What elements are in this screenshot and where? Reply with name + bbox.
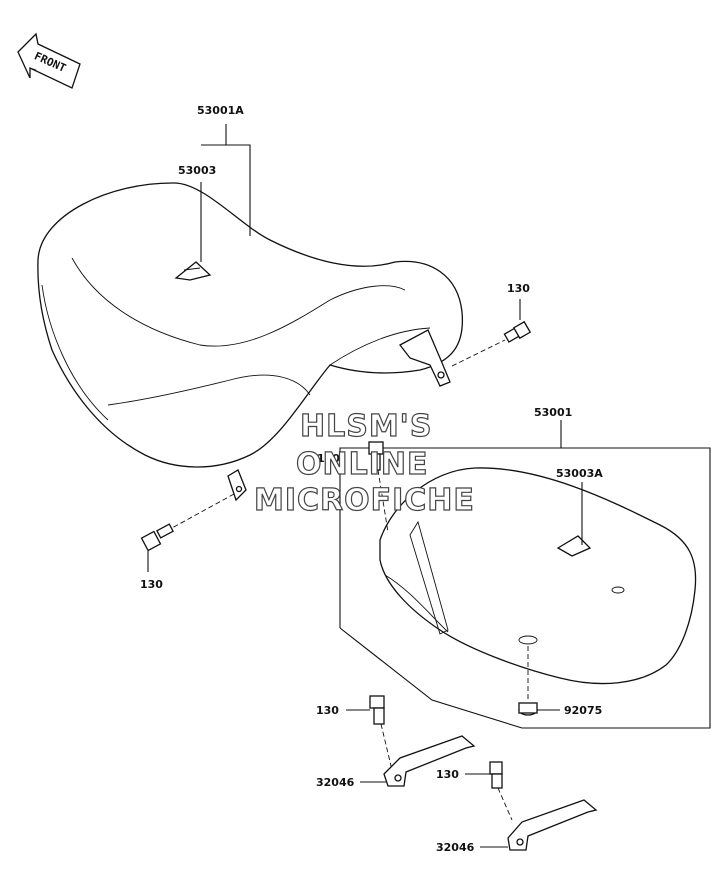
watermark: HLSM'S ONLINE MICROFICHE	[253, 408, 475, 518]
label-130-lower-right: 130	[436, 768, 459, 781]
label-92075: 92075	[564, 704, 602, 717]
label-130-lower-left: 130	[316, 704, 339, 717]
label-53003A: 53003A	[556, 467, 603, 480]
label-53001A: 53001A	[197, 104, 244, 117]
damper-rubber	[518, 646, 560, 716]
bolt-lower-left	[346, 695, 393, 771]
front-arrow-icon: FRONT	[17, 32, 81, 89]
bracket-right	[480, 799, 598, 851]
bolt-left	[140, 493, 235, 572]
bolt-center	[368, 441, 389, 533]
watermark-line-1: HLSM'S	[300, 409, 432, 444]
bracket-left	[360, 735, 476, 787]
watermark-line-3: MICROFICHE	[254, 483, 475, 518]
label-53003: 53003	[178, 164, 216, 177]
label-32046-left: 32046	[316, 776, 355, 789]
label-53001: 53001	[534, 406, 572, 419]
label-130-upper-right: 130	[507, 282, 530, 295]
watermark-line-2: ONLINE	[296, 447, 429, 482]
label-130-center: 130	[317, 452, 340, 465]
label-32046-right: 32046	[436, 841, 475, 854]
bolt-upper-right	[451, 299, 532, 367]
seat-assembly-upper	[37, 182, 464, 502]
seat-assembly-lower	[379, 467, 697, 685]
label-130-left: 130	[140, 578, 163, 591]
bolt-lower-right	[465, 761, 513, 821]
group-frame-53001	[339, 447, 711, 729]
